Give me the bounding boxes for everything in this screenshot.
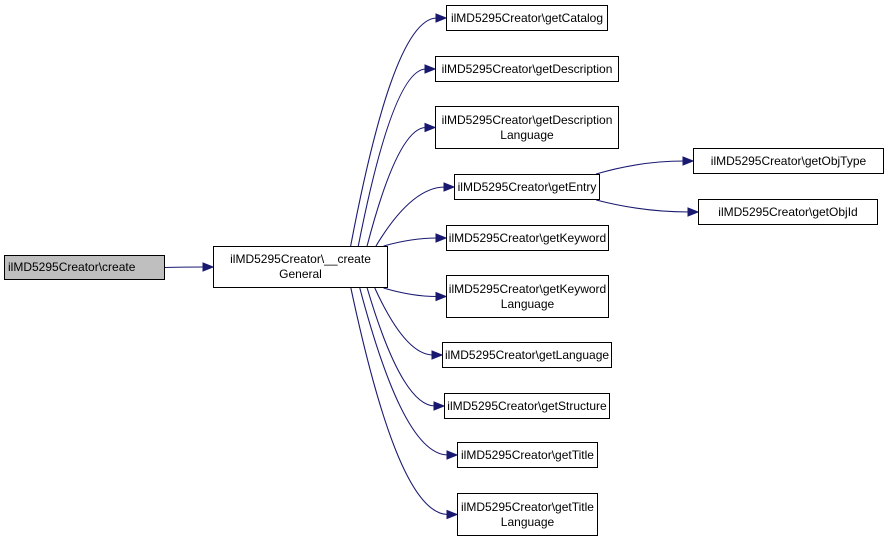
node-get-entry[interactable]: ilMD5295Creator\getEntry xyxy=(454,174,600,200)
node-get-description[interactable]: ilMD5295Creator\getDescription xyxy=(435,56,619,82)
node-get-keyword-language[interactable]: ilMD5295Creator\getKeyword Language xyxy=(446,275,609,318)
edge-create-to-create_general xyxy=(164,266,205,269)
edge-get_entry-to-get_obj_type xyxy=(595,160,685,175)
edge-create_general-to-get_keyword xyxy=(383,237,438,247)
arrowhead-get_title_language xyxy=(446,509,459,520)
arrowhead-get_keyword_language xyxy=(435,291,448,302)
node-get-title[interactable]: ilMD5295Creator\getTitle xyxy=(457,442,598,468)
arrowhead-create_general xyxy=(202,262,215,272)
node-create[interactable]: ilMD5295Creator\create xyxy=(4,255,165,280)
node-create-general[interactable]: ilMD5295Creator\__create General xyxy=(213,246,388,288)
arrowhead-get_obj_id xyxy=(687,207,700,217)
edge-create_general-to-get_language xyxy=(374,287,434,356)
arrowhead-get_title xyxy=(446,450,459,460)
node-get-obj-type[interactable]: ilMD5295Creator\getObjType xyxy=(693,148,884,174)
edge-create_general-to-get_description xyxy=(357,68,427,247)
node-get-description-language[interactable]: ilMD5295Creator\getDescription Language xyxy=(435,106,619,149)
edge-create_general-to-get_structure xyxy=(366,287,436,407)
edge-get_entry-to-get_obj_id xyxy=(596,199,690,213)
arrowhead-get_language xyxy=(431,350,444,360)
arrowhead-get_structure xyxy=(433,401,446,411)
node-get-catalog[interactable]: ilMD5295Creator\getCatalog xyxy=(446,5,608,31)
edge-create_general-to-get_catalog xyxy=(350,17,438,247)
arrowhead-get_description xyxy=(424,64,437,74)
edge-create_general-to-get_entry xyxy=(375,186,446,247)
node-get-keyword[interactable]: ilMD5295Creator\getKeyword xyxy=(446,225,609,251)
arrowhead-get_keyword xyxy=(435,233,448,243)
node-get-structure[interactable]: ilMD5295Creator\getStructure xyxy=(444,393,610,419)
edge-create_general-to-get_description_language xyxy=(366,126,427,247)
node-get-obj-id[interactable]: ilMD5295Creator\getObjId xyxy=(698,199,878,225)
edge-create_general-to-get_keyword_language xyxy=(383,287,438,298)
edge-create_general-to-get_title_language xyxy=(350,287,449,516)
arrowhead-get_obj_type xyxy=(682,156,695,166)
node-get-title-language[interactable]: ilMD5295Creator\getTitle Language xyxy=(457,493,598,536)
arrowhead-get_description_language xyxy=(424,122,437,133)
node-get-language[interactable]: ilMD5295Creator\getLanguage xyxy=(442,342,612,368)
edge-create_general-to-get_title xyxy=(359,287,449,456)
arrowhead-get_entry xyxy=(443,182,456,192)
arrowhead-get_catalog xyxy=(435,13,448,23)
